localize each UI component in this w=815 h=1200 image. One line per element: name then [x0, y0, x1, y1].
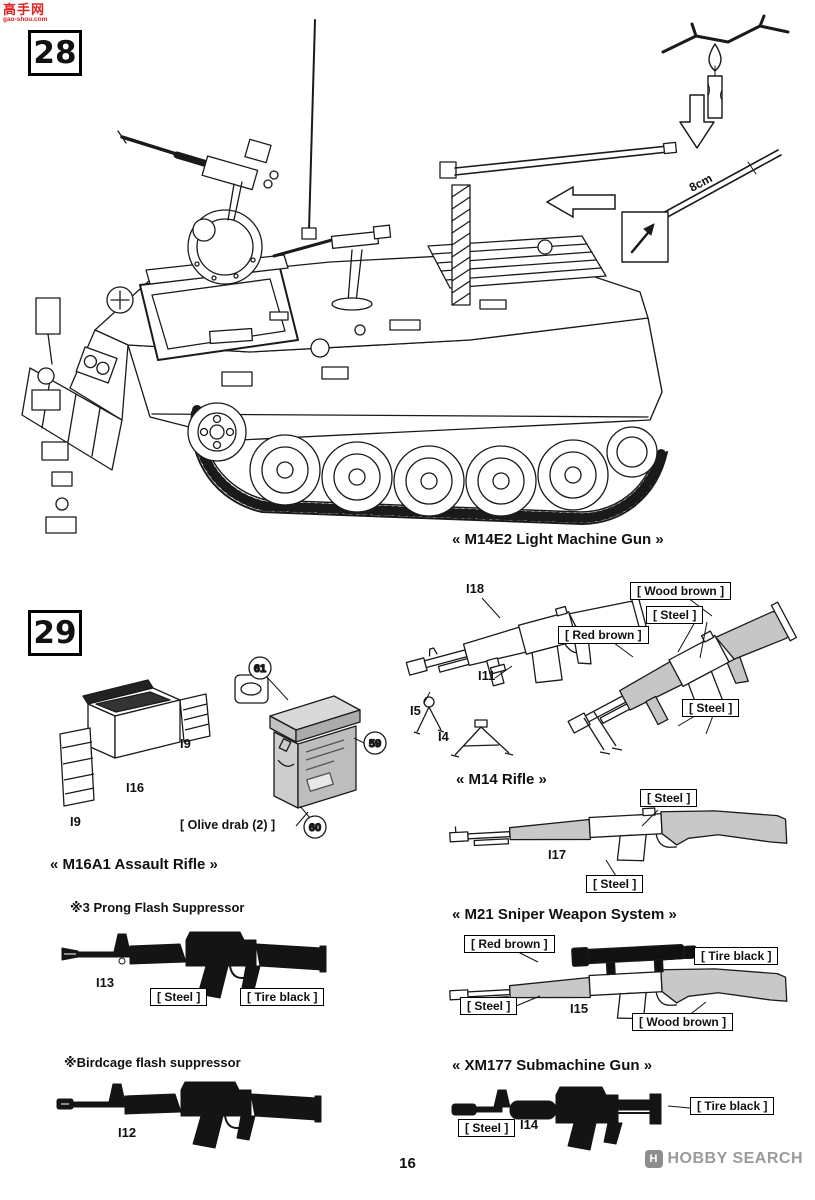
- headlights: [75, 346, 118, 384]
- part-label-i15: I15: [570, 1001, 589, 1016]
- commander-cupola: [187, 209, 263, 285]
- paint-tire-black-m21: [ Tire black ]: [694, 947, 779, 965]
- paint-steel-upper-m14e2: [ Steel ]: [646, 606, 704, 624]
- watermark-title: 高手网: [3, 2, 46, 17]
- scope: [571, 944, 697, 976]
- birdcage-note: ※Birdcage flash suppressor: [64, 1055, 241, 1070]
- part-label-i14: I14: [520, 1117, 539, 1132]
- m113-apc-line-drawing: [21, 19, 678, 534]
- part-label-i9-left: I9: [70, 814, 81, 829]
- drive-sprocket: [187, 402, 247, 462]
- xm177-title: « XM177 Submachine Gun »: [452, 1057, 653, 1074]
- part-i16-sleeve: [82, 679, 181, 759]
- idler-wheel: [606, 426, 658, 478]
- m14-rifle-drawing: [449, 807, 788, 862]
- m14e2-shaded-drawing: [567, 601, 798, 755]
- step-29-number: 29: [28, 610, 82, 656]
- part-label-i5: I5: [410, 703, 421, 718]
- m14-title: « M14 Rifle »: [456, 771, 547, 788]
- part-label-i18: I18: [466, 581, 485, 596]
- stretch-sprue-diagram: 8cm: [621, 14, 790, 263]
- m16a1-birdcage-drawing: [56, 1081, 322, 1149]
- intake-panel: [451, 184, 471, 306]
- hobby-search-icon: H: [644, 1150, 663, 1168]
- part-label-i13: I13: [96, 975, 115, 990]
- three-prong-note: ※3 Prong Flash Suppressor: [70, 900, 245, 915]
- paint-wood-brown-m21: [ Wood brown ]: [632, 1013, 734, 1031]
- sprue-runner: [661, 24, 790, 54]
- xm177-drawing: [451, 1086, 662, 1151]
- paint-steel-lower-m14e2: [ Steel ]: [682, 699, 740, 717]
- m16a1-title: « M16A1 Assault Rifle »: [50, 856, 218, 873]
- part-label-i17: I17: [548, 847, 567, 862]
- callout-60: 60: [303, 815, 327, 839]
- watermark-url: gao-shou.com: [3, 15, 48, 23]
- paint-wood-brown-m14e2: [ Wood brown ]: [630, 582, 732, 600]
- ammo-box: [269, 695, 361, 809]
- part-label-i4: I4: [438, 729, 449, 744]
- page-number: 16: [399, 1155, 416, 1172]
- paint-red-brown-m21: [ Red brown ]: [464, 935, 555, 953]
- paint-steel-m16a1: [ Steel ]: [150, 988, 208, 1006]
- paint-steel-xm177: [ Steel ]: [458, 1119, 516, 1137]
- antenna: [301, 19, 317, 240]
- paint-steel-lower-m14: [ Steel ]: [586, 875, 644, 893]
- part-label-i9-right: I9: [180, 736, 191, 751]
- paint-tire-black-xm177: [ Tire black ]: [690, 1097, 775, 1115]
- sprue-length-label: 8cm: [687, 171, 715, 195]
- gun-barrel: [439, 141, 678, 179]
- hobby-search-logo: H HOBBY SEARCH: [644, 1150, 804, 1168]
- callout-61: 61: [248, 656, 272, 680]
- part-i4-bipod: [450, 719, 514, 758]
- part-label-i11: I11: [478, 668, 496, 683]
- paint-tire-black-m16a1: [ Tire black ]: [240, 988, 325, 1006]
- paint-red-brown-m14e2: [ Red brown ]: [558, 626, 649, 644]
- m14e2-title: « M14E2 Light Machine Gun »: [452, 531, 664, 548]
- pedestal-machine-gun: [272, 224, 392, 311]
- arrow-left-icon: [545, 185, 616, 219]
- paint-steel-m21: [ Steel ]: [460, 997, 518, 1015]
- candle-icon: [707, 43, 723, 119]
- paint-steel-upper-m14: [ Steel ]: [640, 789, 698, 807]
- watermark-logo: 高手网 gao-shou.com: [3, 3, 47, 23]
- part-i9-panel-left: [59, 727, 95, 807]
- road-wheels: [249, 434, 609, 517]
- arrow-down-icon: [679, 94, 715, 149]
- ammo-box-assembly-drawing: 61 59 60: [59, 656, 387, 839]
- moderator: [451, 1103, 477, 1116]
- paint-olive-drab: [ Olive drab (2) ]: [180, 818, 276, 832]
- step-28-number: 28: [28, 30, 82, 76]
- svg-text:61: 61: [254, 663, 266, 675]
- m21-title: « M21 Sniper Weapon System »: [452, 906, 677, 923]
- attached-bipod: [583, 711, 623, 755]
- cut-part-box: [621, 211, 669, 263]
- svg-text:59: 59: [369, 738, 381, 750]
- part-label-i16: I16: [126, 780, 145, 795]
- part-i9-panel-right: [179, 693, 211, 743]
- hobby-search-text: HOBBY SEARCH: [667, 1150, 803, 1167]
- lid-orientation-icon: [234, 674, 269, 704]
- callout-59: 59: [363, 731, 387, 755]
- svg-text:60: 60: [309, 822, 321, 834]
- m2-machine-gun: [117, 130, 279, 221]
- part-label-i12: I12: [118, 1125, 137, 1140]
